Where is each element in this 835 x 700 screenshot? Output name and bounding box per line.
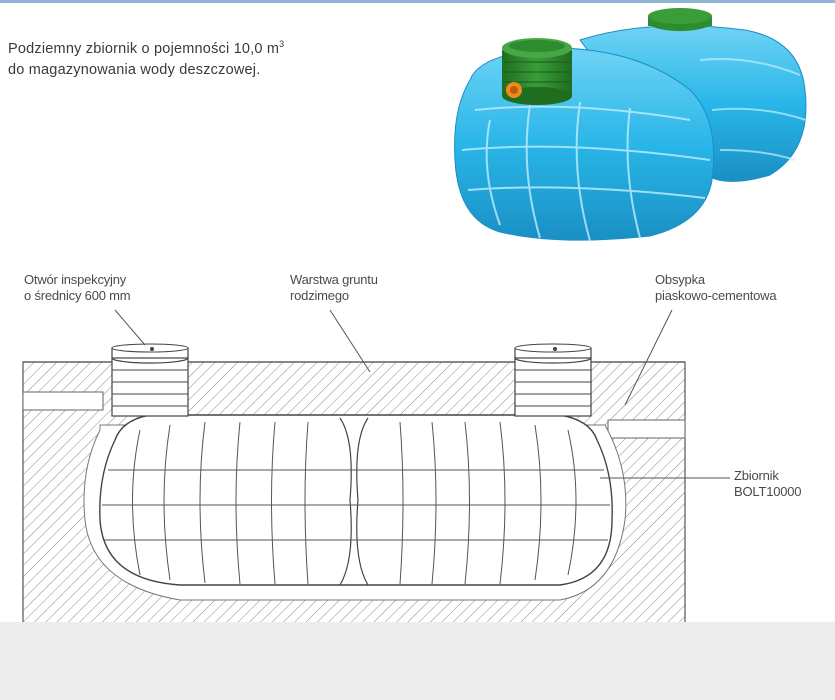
native-soil-label: Warstwa gruntu rodzimego xyxy=(290,272,378,303)
tank-model-label: Zbiornik BOLT10000 xyxy=(734,468,802,499)
inspection-opening-label: Otwór inspekcyjny o średnicy 600 mm xyxy=(24,272,131,303)
tank-caption: Podziemny zbiornik o pojemności 10,0 m3 … xyxy=(8,34,284,81)
outlet-pipe xyxy=(607,419,686,439)
inlet-pipe xyxy=(22,391,104,411)
tank-outline xyxy=(99,414,613,586)
backfill-leader-line xyxy=(624,309,673,406)
caption-line-2: do magazynowania wody deszczowej. xyxy=(8,62,261,78)
inspection-leader-line xyxy=(114,309,146,346)
caption-line-1: Podziemny zbiornik o pojemności 10,0 m3 xyxy=(8,39,285,57)
backfill-label: Obsypka piaskowo-cementowa xyxy=(655,272,777,303)
bottom-bar xyxy=(0,622,835,700)
right-inspection-riser xyxy=(514,343,592,417)
left-inspection-riser xyxy=(111,343,189,417)
top-accent-strip xyxy=(0,0,835,3)
soil-leader-line xyxy=(329,309,371,373)
